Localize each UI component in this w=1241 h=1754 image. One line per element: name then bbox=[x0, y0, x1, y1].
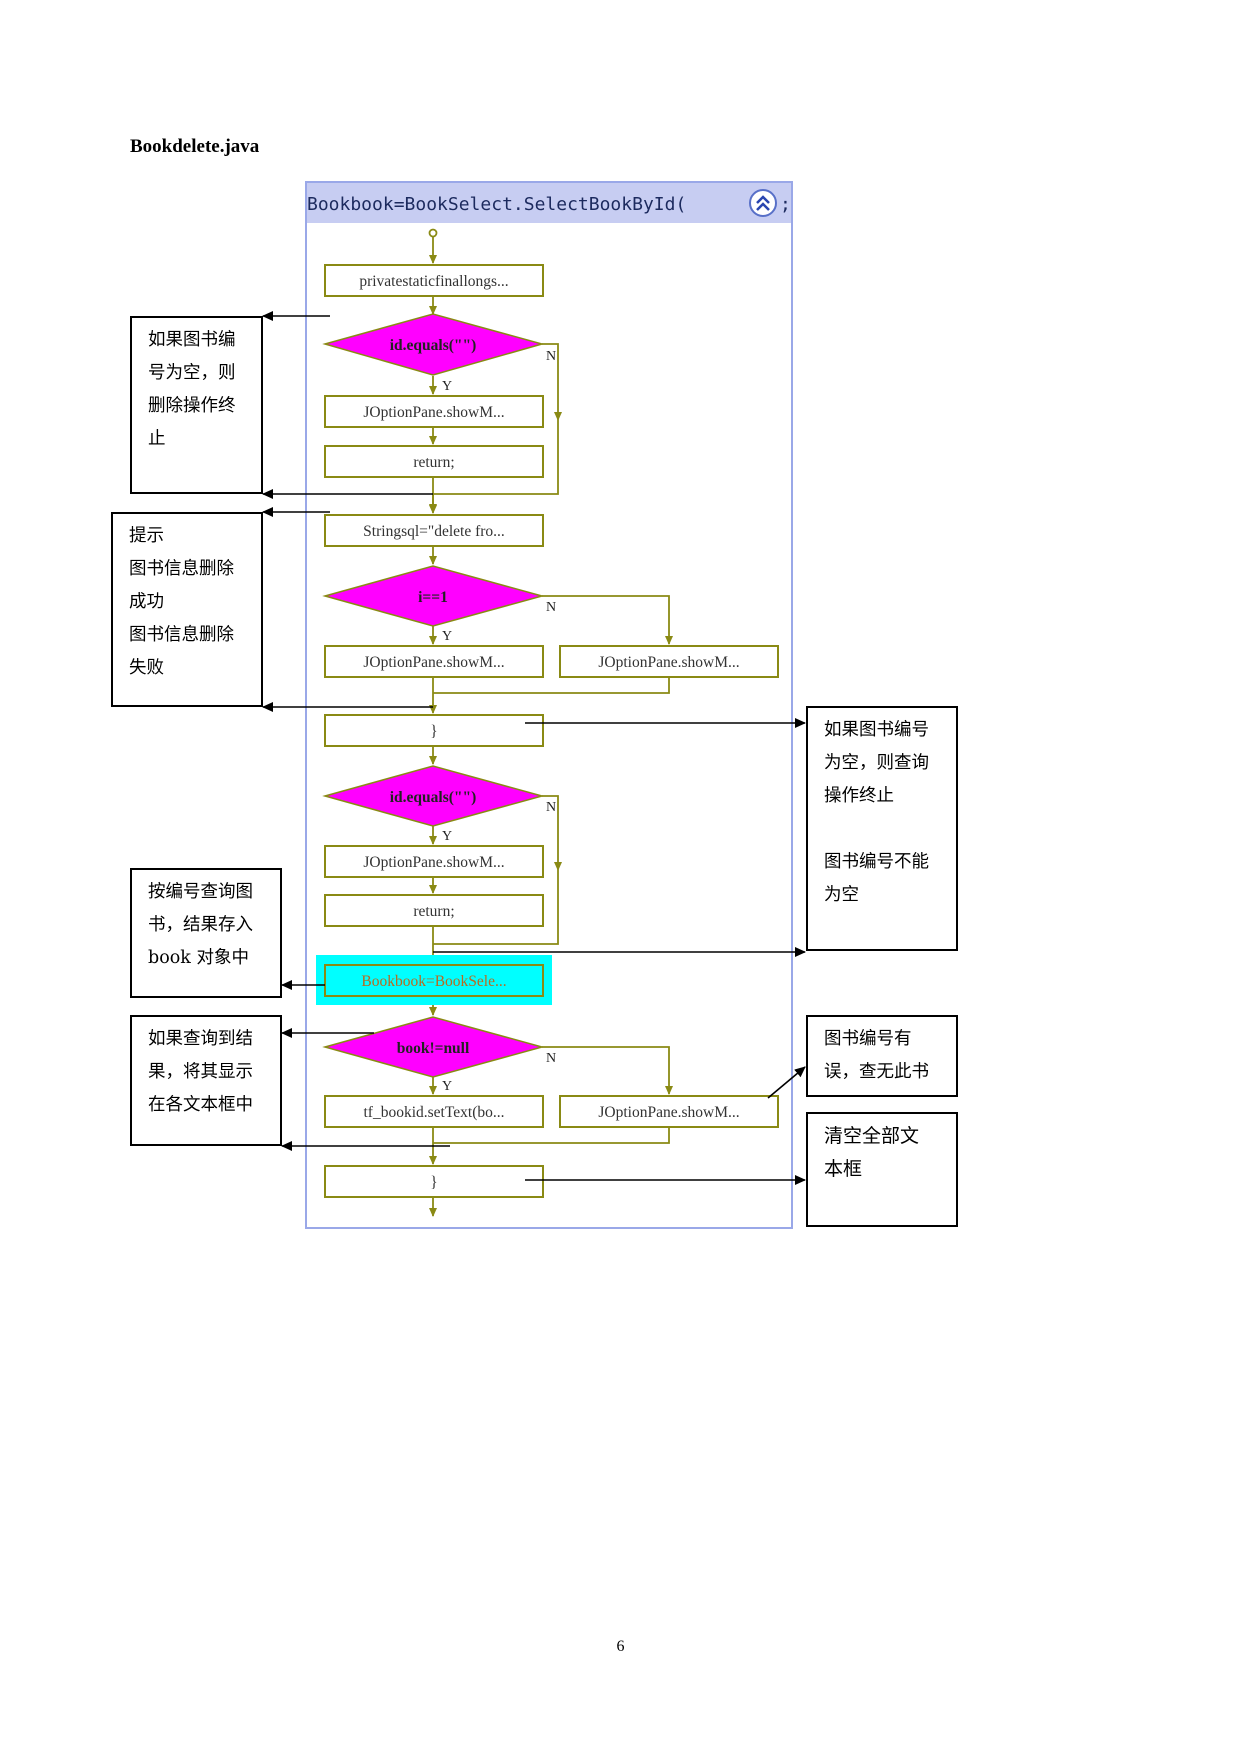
process-node-n1[interactable]: privatestaticfinallongs... bbox=[324, 264, 544, 297]
svg-text:Stringsql="delete fro...: Stringsql="delete fro... bbox=[363, 523, 505, 540]
svg-text:JOptionPane.showM...: JOptionPane.showM... bbox=[363, 654, 504, 671]
no-label-d3: N bbox=[546, 800, 556, 815]
process-node-n9[interactable]: return; bbox=[324, 894, 544, 927]
decision-node-d1[interactable]: id.equals("") bbox=[322, 313, 545, 376]
svg-text:JOptionPane.showM...: JOptionPane.showM... bbox=[363, 404, 504, 421]
svg-text:i==1: i==1 bbox=[418, 589, 448, 606]
yes-label-d4: Y bbox=[442, 1079, 452, 1094]
double-chevron-up-icon[interactable] bbox=[749, 189, 777, 217]
yes-label-d1: Y bbox=[442, 379, 452, 394]
svg-text:tf_bookid.setText(bo...: tf_bookid.setText(bo... bbox=[364, 1104, 505, 1121]
annotation-note-query-empty-id: 如果图书编号 为空，则查询 操作终止 图书编号不能 为空 bbox=[806, 706, 958, 951]
process-node-n8[interactable]: JOptionPane.showM... bbox=[324, 845, 544, 878]
svg-text:}: } bbox=[430, 1174, 437, 1191]
no-label-d1: N bbox=[546, 349, 556, 364]
yes-label-d3: Y bbox=[442, 829, 452, 844]
decision-node-d2[interactable]: i==1 bbox=[322, 565, 545, 627]
svg-text:}: } bbox=[430, 723, 437, 740]
svg-text:id.equals(""): id.equals("") bbox=[390, 337, 477, 354]
process-node-n12[interactable]: JOptionPane.showM... bbox=[559, 1095, 779, 1128]
flowchart-header-text: Bookbook=BookSelect.SelectBookById( bbox=[307, 194, 686, 215]
decision-node-d3[interactable]: id.equals("") bbox=[322, 765, 545, 827]
process-node-n3[interactable]: return; bbox=[324, 445, 544, 478]
process-node-n10-highlighted[interactable]: Bookbook=BookSele... bbox=[316, 955, 552, 1005]
decision-node-d4[interactable]: book!=null bbox=[322, 1016, 545, 1078]
process-node-n4[interactable]: Stringsql="delete fro... bbox=[324, 514, 544, 547]
process-node-n13[interactable]: } bbox=[324, 1165, 544, 1198]
svg-text:return;: return; bbox=[413, 454, 454, 471]
process-node-n7[interactable]: } bbox=[324, 714, 544, 747]
annotation-note-delete-empty-id: 如果图书编 号为空，则 删除操作终 止 bbox=[130, 316, 263, 494]
page-number: 6 bbox=[616, 1638, 625, 1655]
process-node-n5[interactable]: JOptionPane.showM... bbox=[324, 645, 544, 678]
svg-text:JOptionPane.showM...: JOptionPane.showM... bbox=[598, 1104, 739, 1121]
annotation-note-delete-result: 提示 图书信息删除 成功 图书信息删除 失败 bbox=[111, 512, 263, 707]
annotation-note-show-result: 如果查询到结 果，将其显示 在各文本框中 bbox=[130, 1015, 282, 1146]
process-node-n6[interactable]: JOptionPane.showM... bbox=[559, 645, 779, 678]
yes-label-d2: Y bbox=[442, 629, 452, 644]
annotation-note-query-by-id: 按编号查询图 书，结果存入 book 对象中 bbox=[130, 868, 282, 998]
svg-text:return;: return; bbox=[413, 903, 454, 920]
svg-text:Bookbook=BookSele...: Bookbook=BookSele... bbox=[361, 973, 506, 990]
flowchart-header bbox=[307, 183, 791, 223]
svg-text:privatestaticfinallongs...: privatestaticfinallongs... bbox=[359, 273, 508, 290]
svg-text:JOptionPane.showM...: JOptionPane.showM... bbox=[598, 654, 739, 671]
flowchart-header-suffix: ; bbox=[780, 194, 791, 215]
svg-text:book!=null: book!=null bbox=[397, 1040, 470, 1057]
no-label-d2: N bbox=[546, 600, 556, 615]
svg-text:id.equals(""): id.equals("") bbox=[390, 789, 477, 806]
no-label-d4: N bbox=[546, 1051, 556, 1066]
annotation-note-clear-fields: 清空全部文 本框 bbox=[806, 1112, 958, 1227]
process-node-n2[interactable]: JOptionPane.showM... bbox=[324, 395, 544, 428]
annotation-note-invalid-id: 图书编号有 误，查无此书 bbox=[806, 1015, 958, 1097]
process-node-n11[interactable]: tf_bookid.setText(bo... bbox=[324, 1095, 544, 1128]
svg-text:JOptionPane.showM...: JOptionPane.showM... bbox=[363, 854, 504, 871]
file-title: Bookdelete.java bbox=[130, 136, 260, 157]
